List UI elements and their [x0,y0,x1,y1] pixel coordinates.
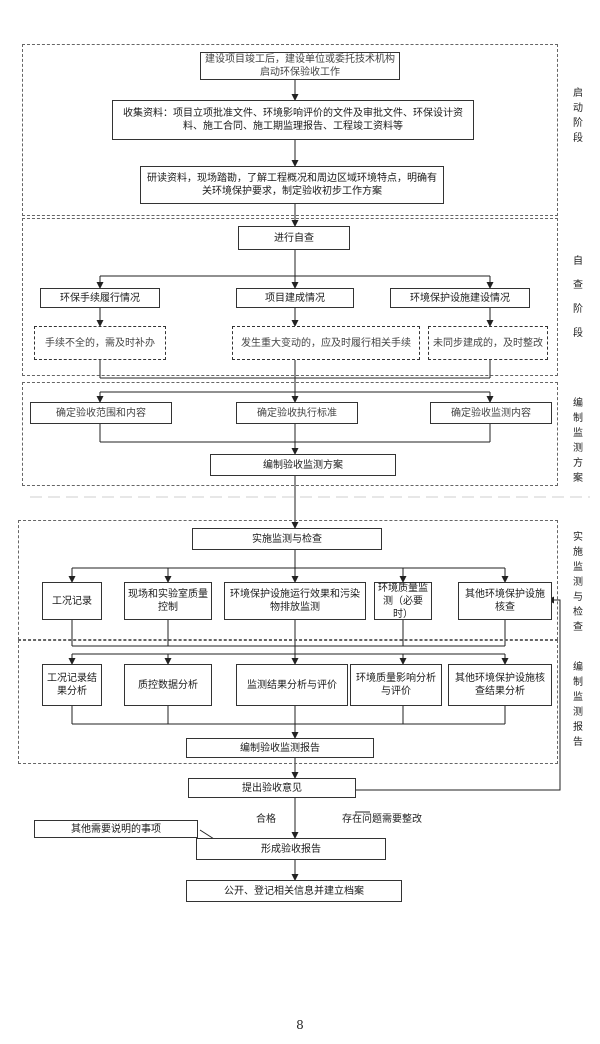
plan-item-monitoring: 确定验收监测内容 [430,402,552,424]
self-check-main: 进行自查 [238,226,350,250]
report-item-qc-analysis: 质控数据分析 [124,664,212,706]
plan-item-standards: 确定验收执行标准 [236,402,358,424]
implement-item-quality-control: 现场和实验室质量控制 [124,582,212,620]
phase-label-report: 编制监测报告 [573,662,583,748]
final-pass-label: 合格 [256,814,276,825]
self-check-note-rectify: 未同步建成的，及时整改 [428,326,548,360]
phase-label-plan: 编制监测方案 [573,398,583,484]
final-opinion: 提出验收意见 [188,778,356,798]
self-check-item-facilities: 环境保护设施建设情况 [390,288,530,308]
startup-step-study-plan: 研读资料，现场踏勘，了解工程概况和周边区域环境特点，明确有关环境保护要求，制定验… [140,166,444,204]
self-check-item-procedures: 环保手续履行情况 [40,288,160,308]
phase-label-startup: 启动阶段 [573,88,583,144]
implement-item-environment-quality: 环境质量监测（必要时） [374,582,432,620]
implement-main: 实施监测与检查 [192,528,382,550]
phase-box-startup [22,44,558,216]
phase-label-self-check: 自查阶段 [573,256,583,339]
startup-step-collect-materials: 收集资料：项目立项批准文件、环境影响评价的文件及审批文件、环保设计资料、施工合同… [112,100,474,140]
phase-box-report [18,640,558,764]
report-item-other-facilities-analysis: 其他环境保护设施核查结果分析 [448,664,552,706]
final-other-note: 其他需要说明的事项 [34,820,198,838]
phase-box-self-check [22,218,558,376]
report-item-environment-impact: 环境质量影响分析与评价 [350,664,442,706]
implement-item-other-facilities: 其他环境保护设施核查 [458,582,552,620]
plan-item-scope: 确定验收范围和内容 [30,402,172,424]
report-item-results-evaluation: 监测结果分析与评价 [236,664,348,706]
phase-box-plan [22,382,558,486]
report-item-condition-analysis: 工况记录结果分析 [42,664,102,706]
report-result: 编制验收监测报告 [186,738,374,758]
final-issue-label: 存在问题需要整改 [342,814,422,825]
phase-label-implement: 实施监测与检查 [573,532,583,633]
implement-item-facility-monitoring: 环境保护设施运行效果和污染物排放监测 [224,582,366,620]
final-publish: 公开、登记相关信息并建立档案 [186,880,402,902]
self-check-item-construction: 项目建成情况 [236,288,354,308]
self-check-note-procedures: 手续不全的，需及时补办 [34,326,166,360]
final-form-report: 形成验收报告 [196,838,386,860]
phase-box-implement [18,520,558,640]
implement-item-condition-record: 工况记录 [42,582,102,620]
page-number: 8 [296,1018,304,1032]
startup-step-launch: 建设项目竣工后，建设单位或委托技术机构启动环保验收工作 [200,52,400,80]
self-check-note-changes: 发生重大变动的，应及时履行相关手续 [232,326,420,360]
plan-result: 编制验收监测方案 [210,454,396,476]
